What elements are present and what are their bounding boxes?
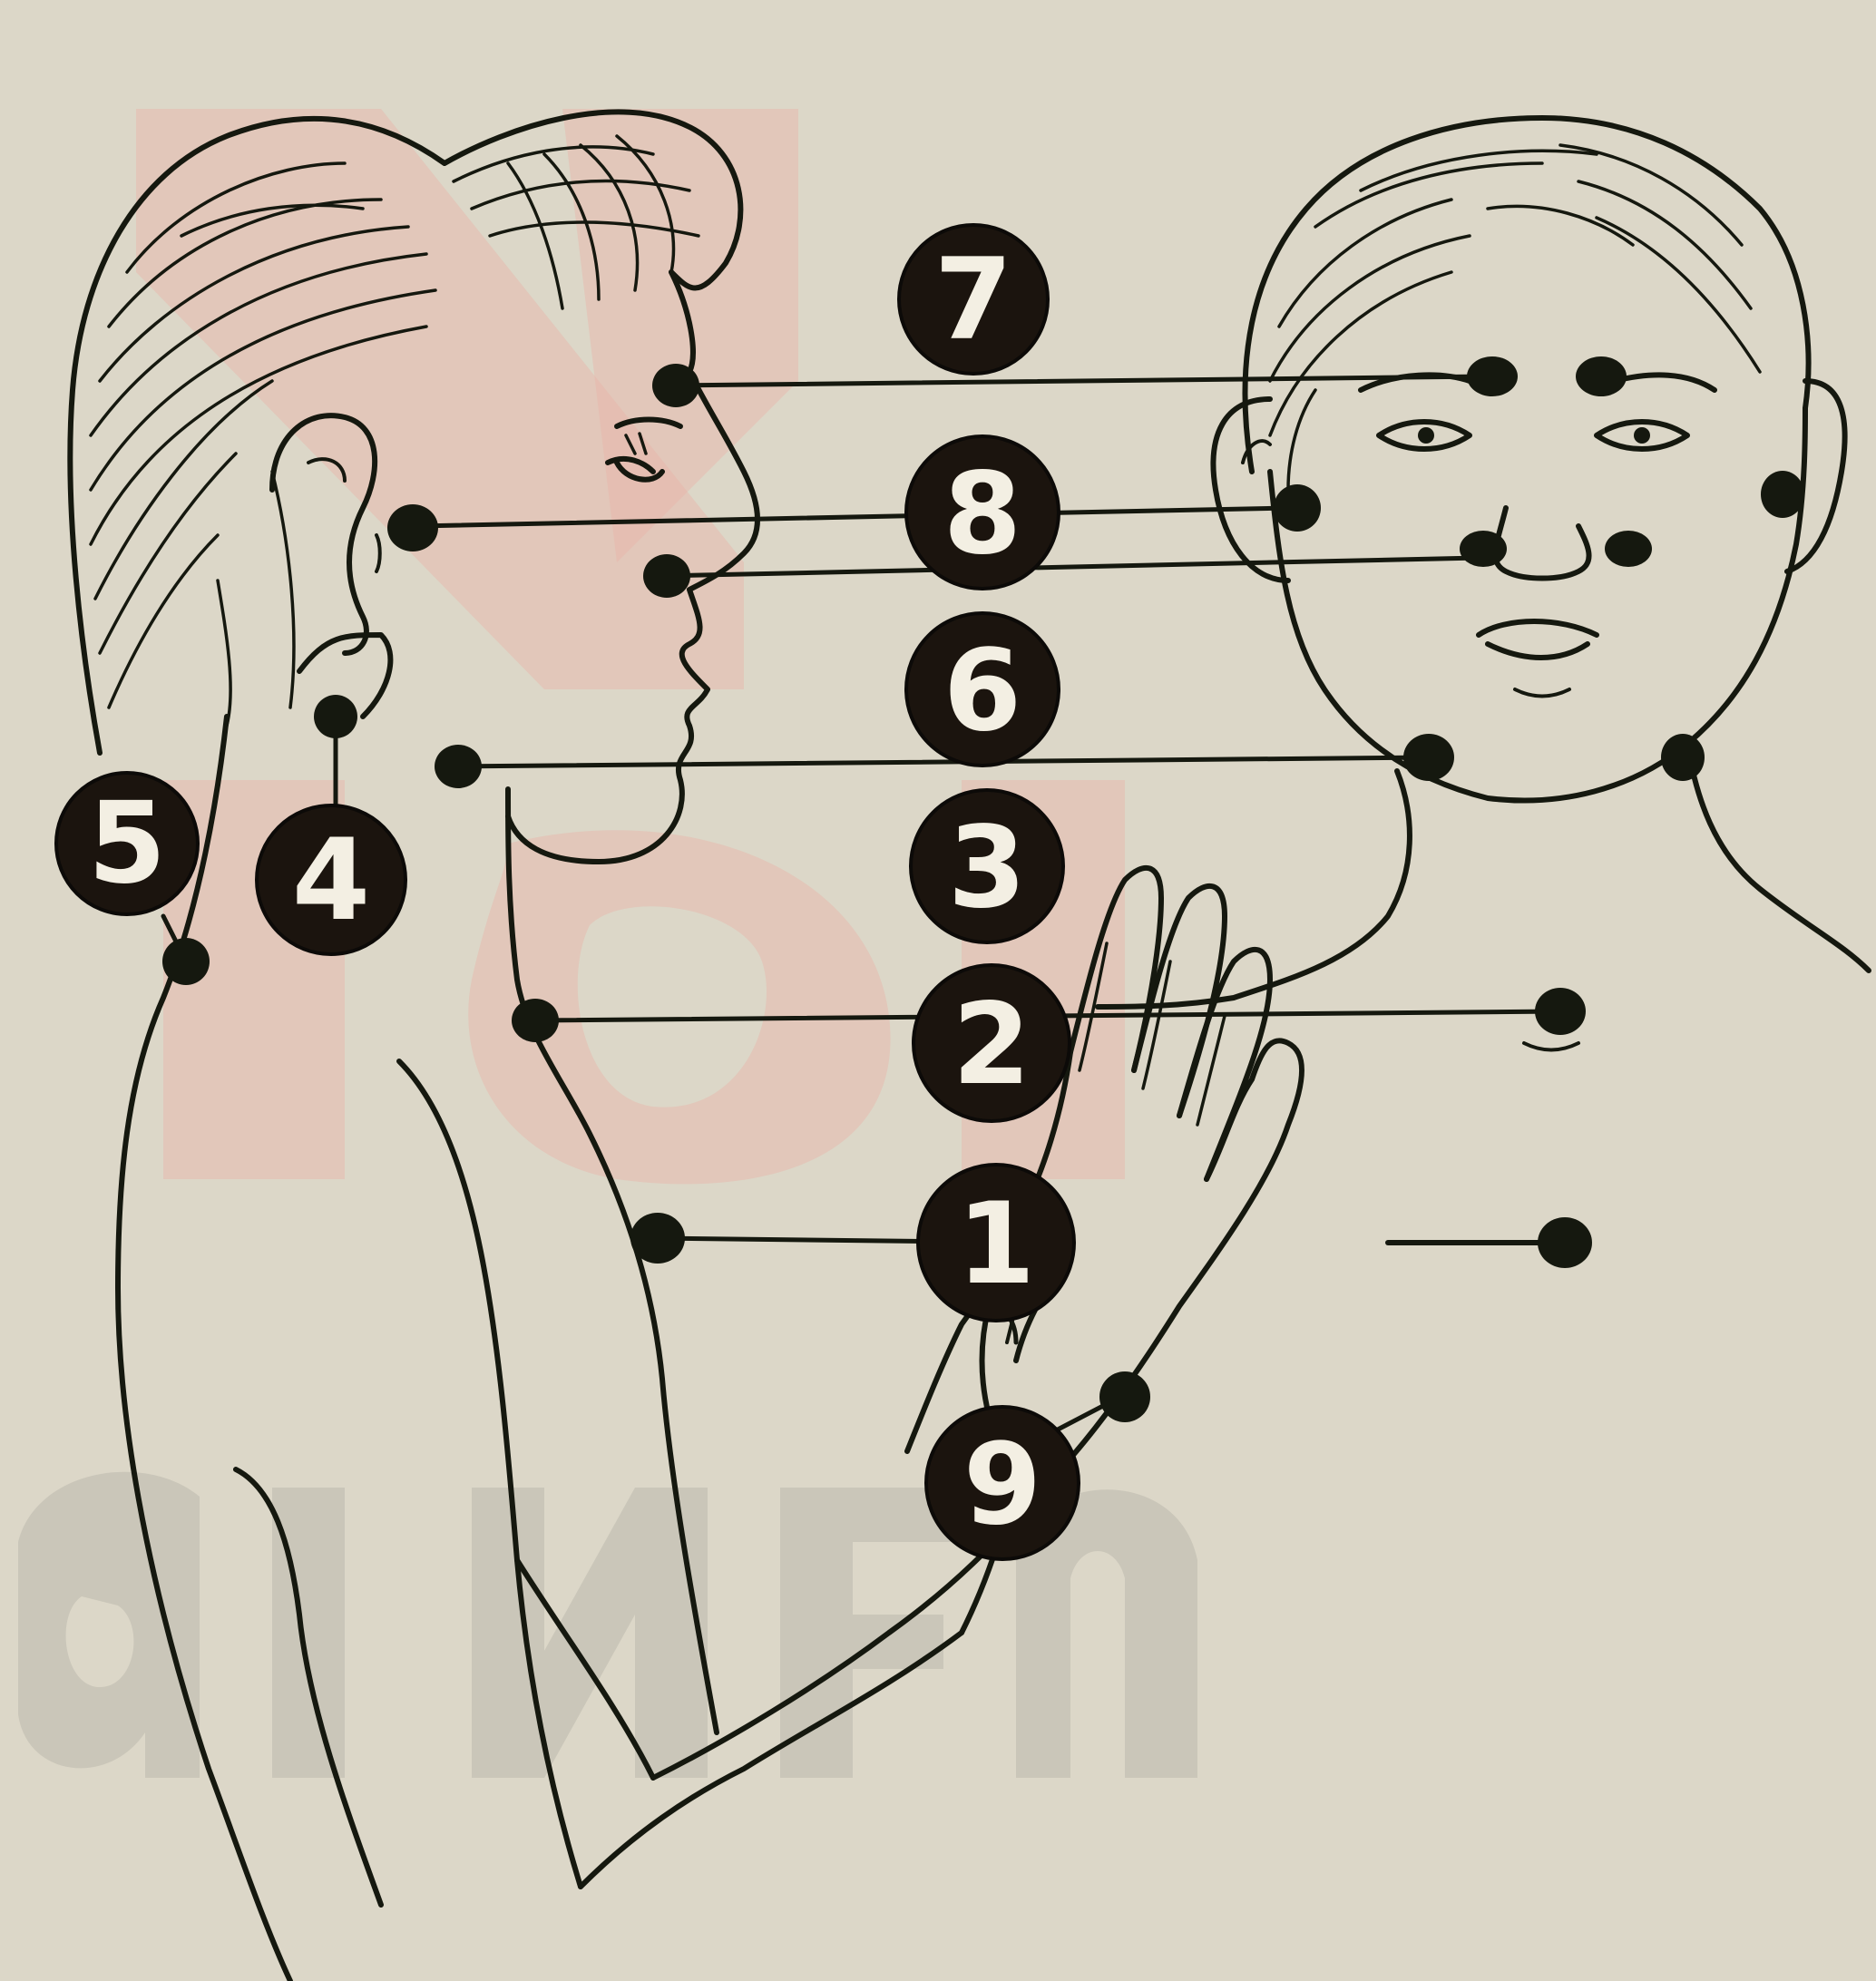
point-hand	[1099, 1371, 1150, 1422]
point-left-nose	[643, 554, 690, 598]
badge-5-label: 5	[88, 778, 166, 909]
point-left-ear	[387, 504, 438, 551]
badge-3: 3	[911, 790, 1063, 942]
point-left-jaw	[435, 745, 482, 788]
point-right-sternum	[1538, 1217, 1592, 1268]
point-right-nose-right	[1605, 531, 1652, 567]
badge-9: 9	[926, 1407, 1079, 1559]
point-right-chest	[1535, 988, 1586, 1035]
badge-1: 1	[918, 1165, 1074, 1321]
point-right-jaw-left	[1403, 734, 1454, 781]
badge-9-label: 9	[963, 1420, 1041, 1550]
badge-2-label: 2	[953, 980, 1031, 1110]
badge-8: 8	[906, 436, 1059, 589]
frontal-figure	[1098, 118, 1869, 1243]
badge-1-label: 1	[957, 1179, 1035, 1310]
point-right-ear-right	[1761, 471, 1804, 518]
point-right-ear-left	[1274, 484, 1321, 532]
point-right-jaw-right	[1661, 734, 1705, 781]
point-left-chest	[512, 999, 559, 1042]
badge-3-label: 3	[948, 803, 1026, 933]
badge-4: 4	[257, 805, 405, 954]
badge-7-label: 7	[934, 235, 1012, 366]
badge-6: 6	[906, 613, 1059, 766]
badge-5: 5	[56, 773, 198, 914]
badge-8-label: 8	[943, 449, 1021, 580]
badge-4-label: 4	[292, 815, 370, 946]
badge-2: 2	[914, 965, 1070, 1121]
point-right-brow-left	[1467, 356, 1518, 396]
point-left-nape	[162, 938, 210, 985]
badge-6-label: 6	[943, 626, 1021, 756]
point-left-sternum	[630, 1213, 685, 1264]
badge-7: 7	[899, 225, 1048, 374]
point-left-neck	[314, 695, 357, 738]
point-right-nose-left	[1460, 531, 1507, 567]
point-left-brow	[652, 364, 699, 407]
point-right-brow-right	[1576, 356, 1627, 396]
